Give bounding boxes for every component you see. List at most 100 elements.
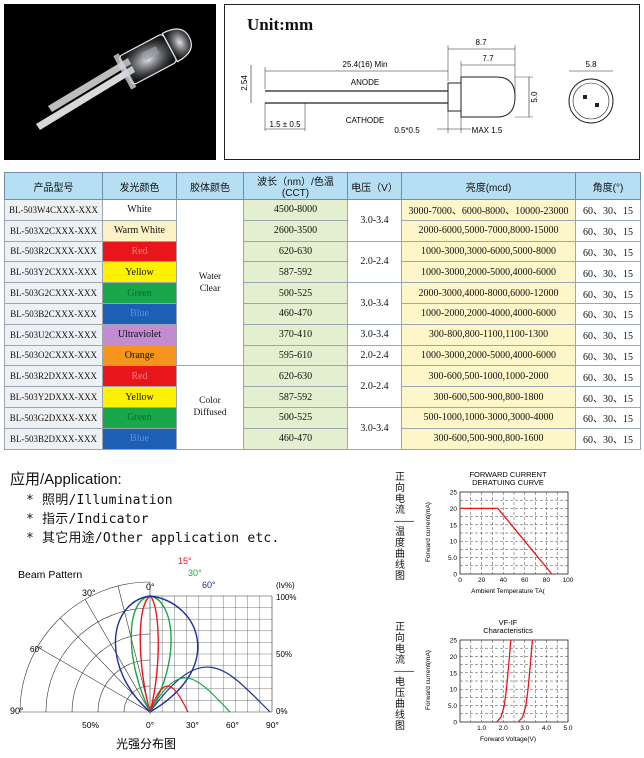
wavelength-cell: 4500-8000 (243, 199, 348, 221)
derating-y-tick: 10 (450, 539, 458, 546)
angle-label-0: 0° (146, 582, 155, 592)
angle-cell: 60、30、15 (575, 386, 641, 408)
color-cell: Red (102, 365, 177, 388)
voltage-cell: 3.0-3.4 (347, 323, 402, 346)
model-cell: BL-503B2CXXX-XXX (4, 302, 103, 325)
wavelength-cell: 595-610 (243, 344, 348, 367)
derating-y-tick: 15 (450, 522, 458, 529)
beam-curve-60 (114, 595, 199, 713)
wavelength-cell: 620-630 (243, 240, 348, 263)
header-model: 产品型号 (4, 172, 103, 200)
model-cell: BL-503Y2DXXX-XXX (4, 386, 103, 408)
wavelength-cell: 587-592 (243, 386, 348, 408)
derating-x-tick: 60 (521, 577, 529, 584)
angle-cell: 60、30、15 (575, 406, 641, 429)
cathode-label: CATHODE (346, 116, 385, 125)
angle-cell: 60、30、15 (575, 302, 641, 325)
vf-x-tick: 2.0 (499, 725, 508, 732)
derating-title-2: DERATUING CURVE (472, 478, 544, 487)
angle-cell: 60、30、15 (575, 219, 641, 242)
anode-label: ANODE (351, 78, 379, 87)
percent-label-100: 100% (276, 593, 296, 602)
bottom-label-0: 0° (146, 720, 154, 730)
dome-length-label: 7.7 (482, 54, 494, 63)
brightness-cell: 300-600,500-1000,1000-2000 (401, 365, 576, 388)
color-cell: Green (102, 406, 177, 429)
voltage-cell: 2.0-2.4 (347, 344, 402, 367)
angle-label-90: 90° (10, 706, 24, 716)
vf-y-tick: 20 (450, 654, 458, 661)
iv-unit-label: (Iv%) (276, 581, 295, 590)
beam-pattern-caption: 光强分布图 (116, 737, 176, 751)
derating-x-tick: 100 (563, 577, 574, 584)
header-glue: 胶体颜色 (176, 172, 244, 200)
angle-label-60: 60° (30, 645, 42, 654)
color-cell: Warm White (102, 219, 177, 242)
voltage-cell: 2.0-2.4 (347, 240, 402, 284)
wavelength-cell: 500-525 (243, 406, 348, 429)
voltage-cell: 3.0-3.4 (347, 406, 402, 450)
bottom-label-50: 50% (82, 720, 99, 730)
wavelength-cell: 500-525 (243, 282, 348, 304)
color-cell: Blue (102, 302, 177, 325)
vf-x-tick: 3.0 (520, 725, 529, 732)
application-item-other: * 其它用途/Other application etc. (26, 531, 280, 546)
derating-y-tick: 0 (453, 572, 457, 579)
derating-side-label: 正向电流——温度曲线图 (394, 472, 414, 582)
vf-series-line (496, 639, 512, 723)
color-cell: White (102, 199, 177, 221)
body-dia-label: 5.0 (530, 91, 539, 103)
model-cell: BL-503Y2CXXX-XXX (4, 261, 103, 284)
derating-y-tick: 20 (450, 506, 458, 513)
unit-title: Unit:mm (247, 15, 314, 34)
dimension-drawing: Unit:mm 25.4(16) Min 8.7 7.7 2.54 ANODE … (224, 4, 640, 160)
angle-cell: 60、30、15 (575, 199, 641, 221)
vf-x-tick: 4.0 (542, 725, 551, 732)
body-length-label: 8.7 (475, 38, 487, 47)
spec-table: 产品型号 发光颜色 胶体颜色 波长（nm）/色温(CCT) 电压（V） 亮度(m… (4, 172, 641, 450)
angle-cell: 60、30、15 (575, 427, 641, 450)
voltage-cell: 3.0-3.4 (347, 199, 402, 242)
color-cell: Blue (102, 427, 177, 450)
angle-cell: 60、30、15 (575, 344, 641, 367)
vf-y-tick: 25 (450, 638, 458, 645)
lead-length-label: 25.4(16) Min (343, 60, 388, 69)
curve-label-30: 30° (188, 568, 202, 578)
model-cell: BL-503O2CXXX-XXX (4, 344, 103, 367)
derating-xlabel: Ambient Temperature TA( (471, 588, 546, 595)
bottom-label-60: 60° (226, 720, 239, 730)
color-cell: Yellow (102, 261, 177, 284)
model-cell: BL-503G2CXXX-XXX (4, 282, 103, 304)
voltage-cell: 2.0-2.4 (347, 365, 402, 408)
curve-label-15: 15° (178, 556, 192, 566)
vf-side-label: 正向电流——电压曲线图 (394, 622, 414, 732)
header-brightness: 亮度(mcd) (401, 172, 576, 200)
vf-y-tick: 5.0 (448, 703, 457, 710)
derating-series-line (460, 507, 553, 575)
model-cell: BL-503W4CXXX-XXX (4, 199, 103, 221)
vf-xlabel: Forward Voltage(V) (480, 736, 536, 743)
vf-title-1: VF-IF (499, 618, 518, 627)
header-wave: 波长（nm）/色温(CCT) (243, 172, 348, 200)
model-cell: BL-503U2CXXX-XXX (4, 323, 103, 346)
brightness-cell: 1000-3000,2000-5000,4000-6000 (401, 261, 576, 284)
brightness-cell: 300-800,800-1100,1100-1300 (401, 323, 576, 346)
curve-label-60: 60° (202, 580, 216, 590)
wavelength-cell: 587-592 (243, 261, 348, 284)
derating-title-1: FORWARD CURRENT (469, 470, 546, 479)
model-cell: BL-503R2DXXX-XXX (4, 365, 103, 388)
percent-label-50: 50% (276, 650, 292, 659)
color-cell: Yellow (102, 386, 177, 408)
brightness-cell: 1000-3000,2000-5000,4000-6000 (401, 344, 576, 367)
brightness-cell: 1000-3000,3000-6000,5000-8000 (401, 240, 576, 263)
brightness-cell: 300-600,500-900,800-1600 (401, 427, 576, 450)
vf-chart: VF-IF Characteristics Forward current(mA… (425, 618, 573, 743)
angle-cell: 60、30、15 (575, 261, 641, 284)
beam-pattern-chart: Beam Pattern 15° 30° 60° 0° 30° 60° 90° … (10, 556, 296, 751)
